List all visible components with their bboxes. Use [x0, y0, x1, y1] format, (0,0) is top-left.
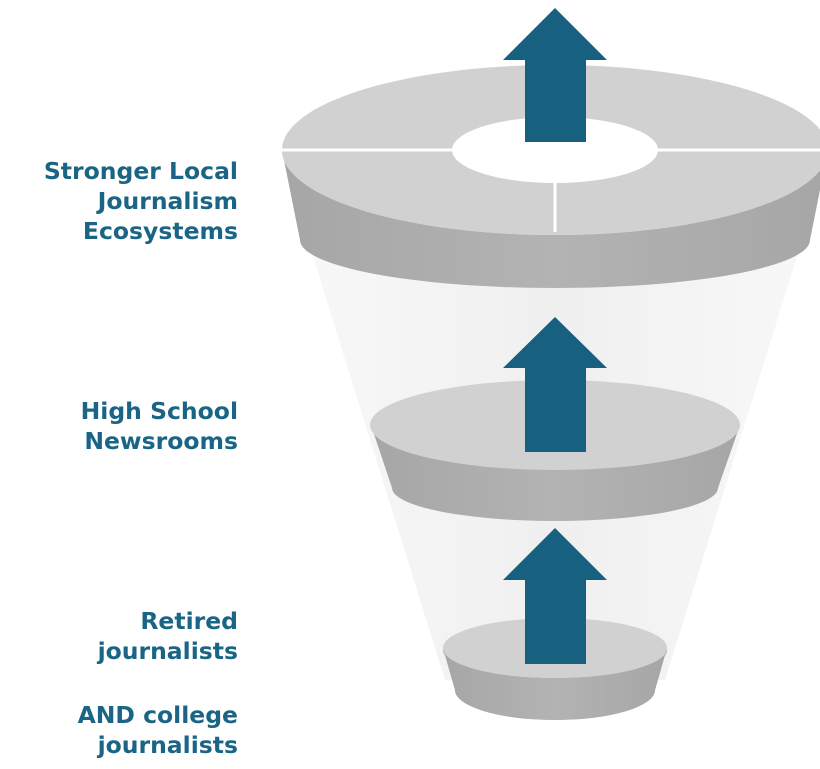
- label-line: Newsrooms: [84, 427, 238, 455]
- label-college-journalists: AND college journalists: [78, 700, 238, 760]
- label-line: Stronger Local: [43, 157, 238, 185]
- top-disk: [282, 65, 820, 288]
- label-line: AND college: [77, 701, 238, 729]
- label-line: journalists: [97, 637, 238, 665]
- label-retired-journalists: Retired journalists: [98, 606, 238, 666]
- label-line: Ecosystems: [82, 217, 238, 245]
- label-high-school-newsrooms: High School Newsrooms: [81, 396, 238, 456]
- up-arrow-icon: [503, 528, 607, 664]
- label-line: Retired: [140, 607, 238, 635]
- up-arrow-icon: [503, 8, 607, 142]
- label-line: High School: [80, 397, 238, 425]
- label-stronger-local-journalism: Stronger Local Journalism Ecosystems: [44, 156, 238, 246]
- up-arrow-icon: [503, 317, 607, 452]
- label-line: Journalism: [97, 187, 238, 215]
- label-line: journalists: [97, 731, 238, 759]
